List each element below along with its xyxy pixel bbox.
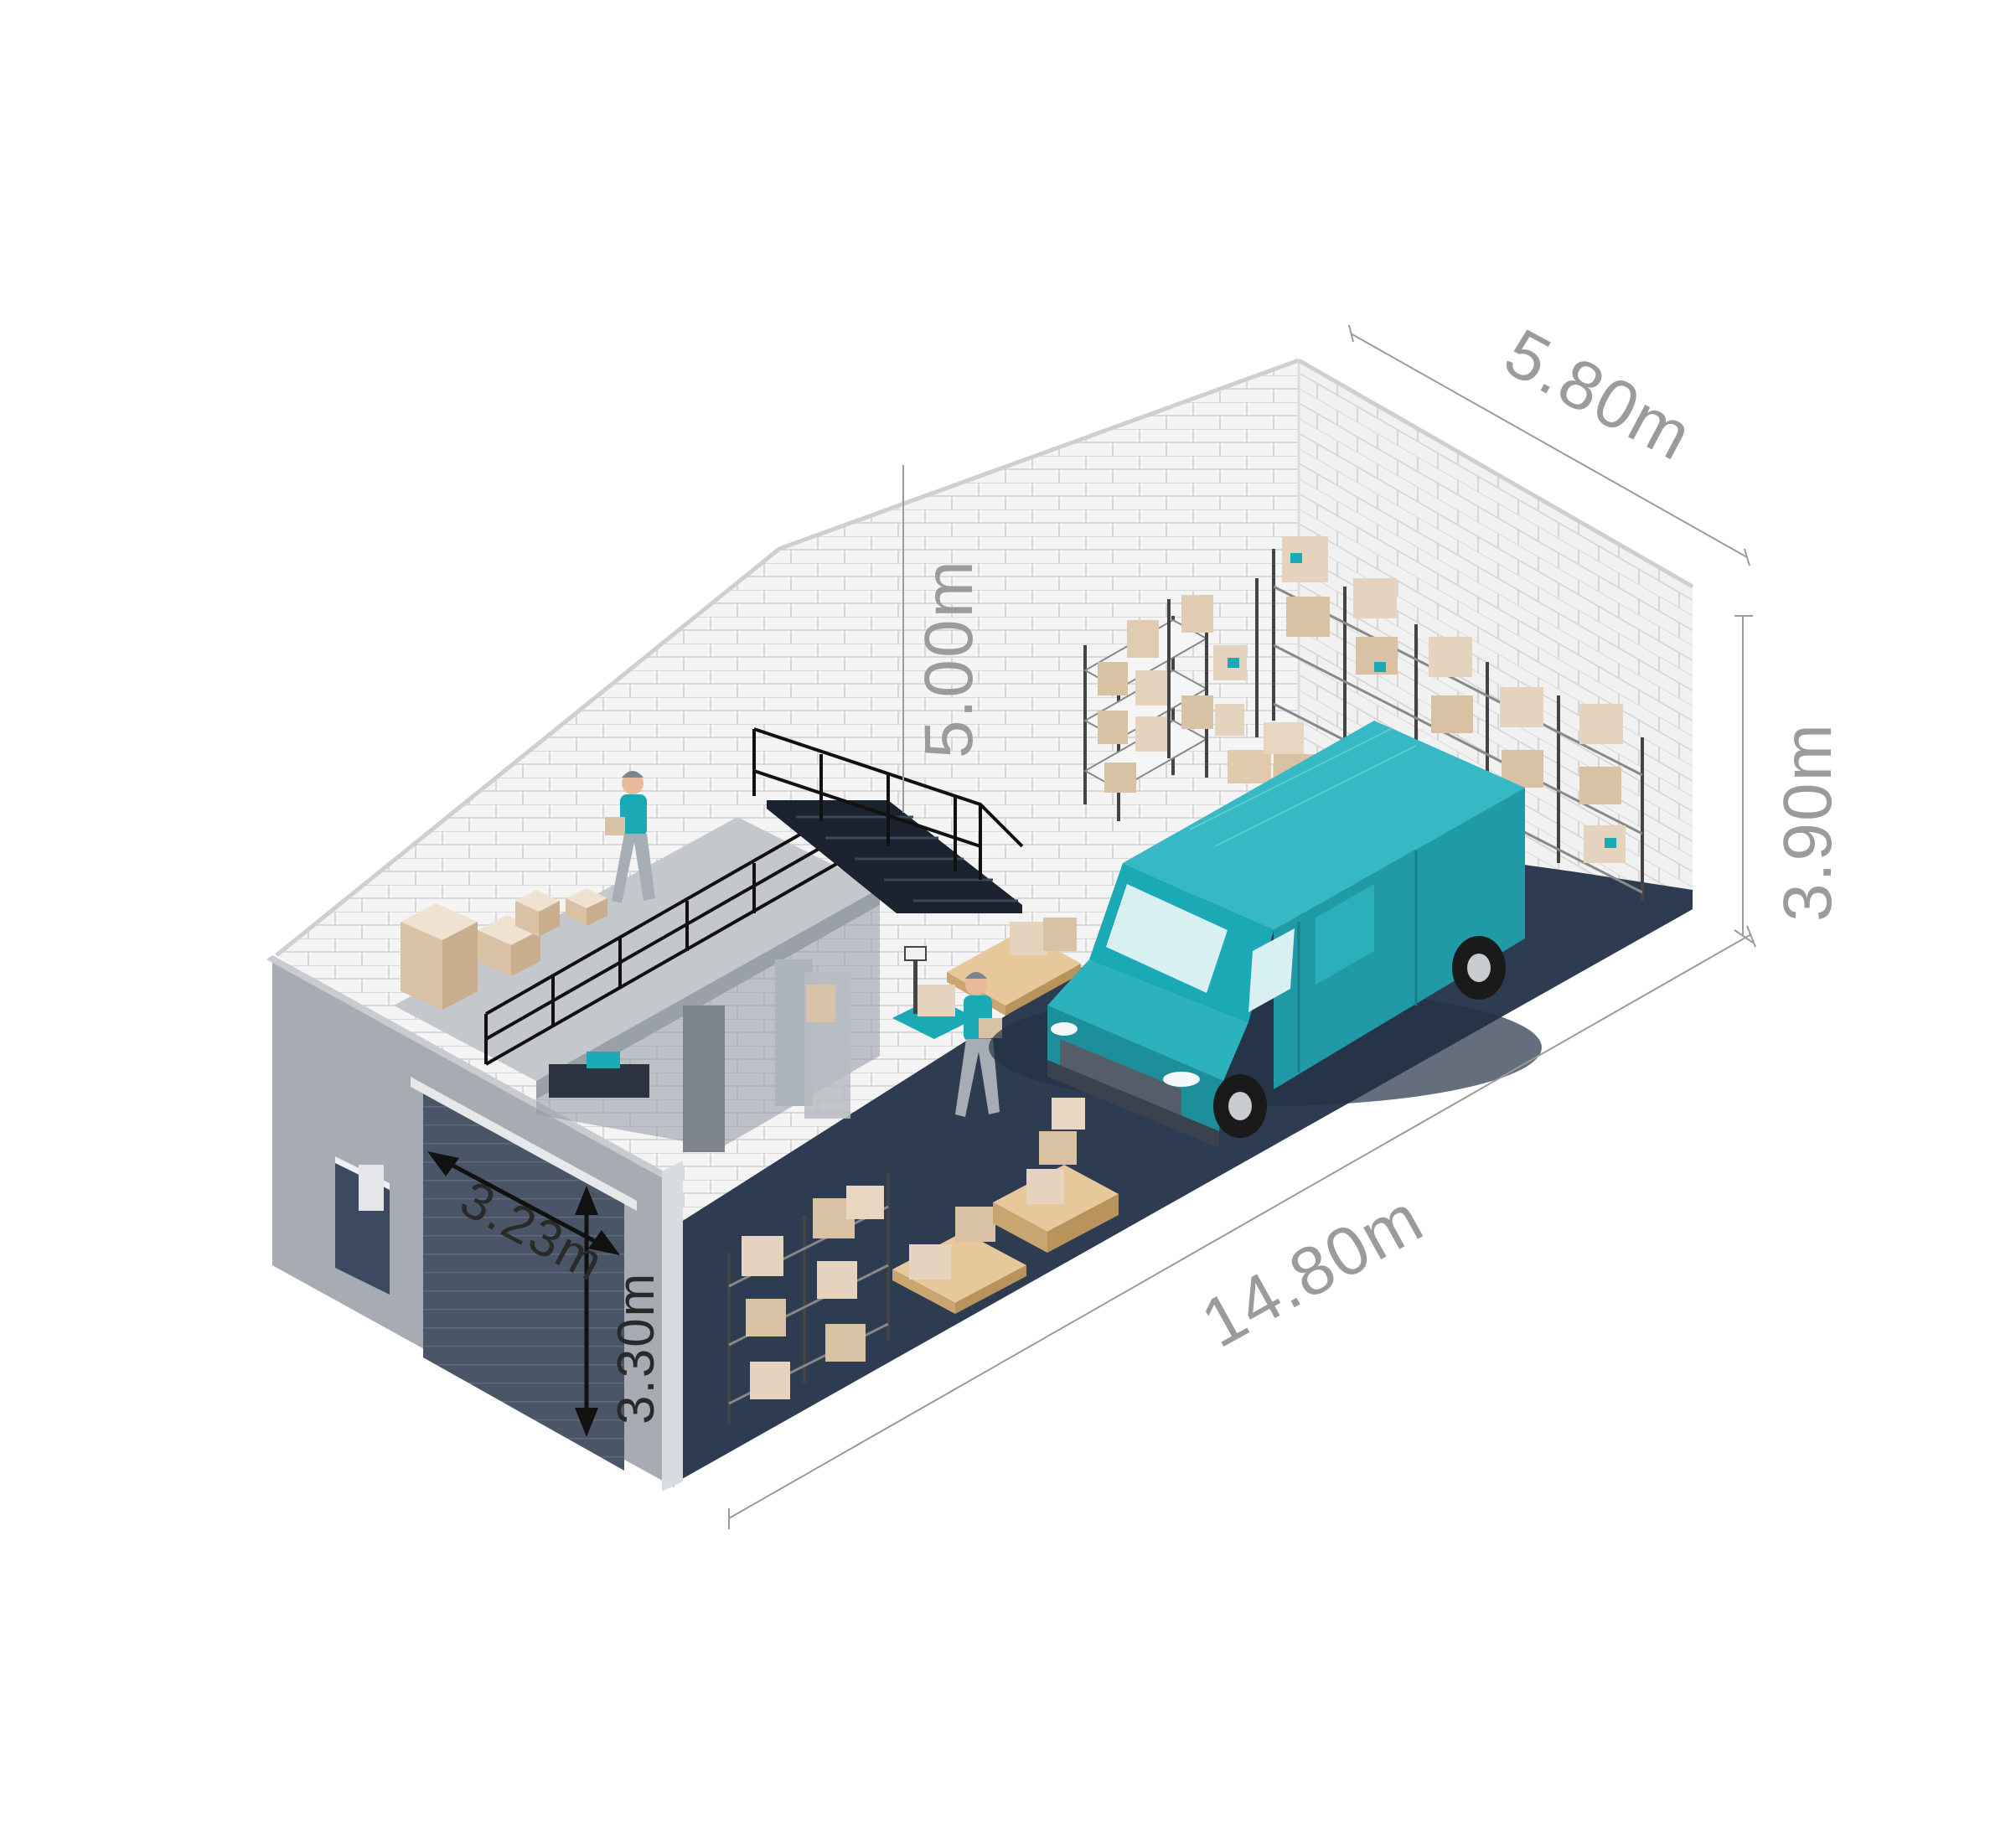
staircase-railing (752, 727, 1024, 880)
office-column-left (683, 1006, 725, 1152)
floor-main (675, 838, 1693, 1483)
office-monitor (587, 1052, 620, 1068)
shelving-rack-back-2 (1167, 578, 1259, 778)
side-door-sign (359, 1165, 384, 1211)
door-width-arrowhead-left (427, 1151, 459, 1176)
front-wall-edge (662, 1161, 683, 1492)
door-width-arrow (434, 1154, 613, 1253)
pallet-front-1 (892, 1207, 1026, 1314)
delivery-van (989, 721, 1542, 1148)
door-height-arrowhead-bottom (575, 1408, 598, 1437)
staircase (767, 800, 1022, 913)
door-width-arrowhead-right (588, 1230, 620, 1255)
door-height-arrowhead-top (575, 1186, 598, 1215)
shelving-rack-back-1 (1083, 616, 1209, 821)
platform-scale (892, 946, 976, 1039)
shelving-rack-front (727, 1173, 890, 1424)
depth-label: 5.80m (1493, 315, 1705, 476)
pallet-front-2 (993, 1098, 1119, 1253)
length-label: 14.80m (1190, 1180, 1436, 1362)
mezzanine-railing (484, 811, 840, 1066)
roller-door-frame (411, 1077, 637, 1211)
office-desk (549, 1064, 649, 1098)
right-wall-top (1297, 358, 1694, 589)
front-end-wall-top (266, 955, 675, 1181)
back-wall-roofline (275, 358, 1300, 957)
wall-height-label: 3.90m (1770, 722, 1846, 922)
mezzanine-edge (536, 888, 880, 1099)
dimension-lines (728, 324, 1756, 1529)
peak-height-label: 5.00m (911, 559, 987, 758)
mezzanine-boxes (401, 888, 607, 1010)
worker-mezzanine (605, 771, 655, 903)
door-height-label: 3.30m (607, 1272, 665, 1424)
shelving-rack-right (1272, 536, 1644, 901)
worker-floor (955, 972, 1002, 1117)
office-door-box (806, 985, 835, 1022)
roller-door[interactable] (423, 1085, 624, 1471)
